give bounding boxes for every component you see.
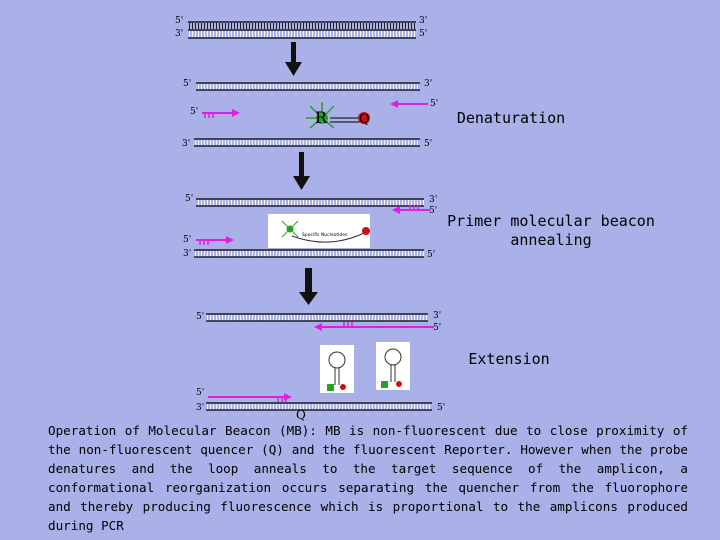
step-extension: Extension — [468, 350, 550, 368]
reporter-label: R — [315, 108, 328, 127]
forward-primer — [196, 236, 234, 245]
process-arrow — [293, 152, 310, 190]
step-denaturation: Denaturation — [456, 109, 566, 127]
strand-label: 5' — [419, 29, 428, 39]
double-strand-dna — [188, 21, 416, 39]
strand-label: 5' — [175, 16, 184, 26]
reverse-primer — [390, 100, 428, 108]
extended-primer — [314, 322, 434, 331]
strand-label: 3' — [429, 195, 438, 205]
strand-label: 5' — [424, 139, 433, 149]
strand-label: 3' — [183, 249, 192, 259]
strand-label: 3' — [175, 29, 184, 39]
strand-label: 3' — [182, 139, 191, 149]
hairpin-beacon — [376, 342, 410, 390]
quencher-label: Q — [359, 112, 370, 127]
strand-label: 5' — [185, 194, 194, 204]
reverse-primer — [392, 205, 430, 214]
single-strand-upper — [196, 82, 420, 91]
process-arrow — [285, 42, 302, 76]
single-strand-lower — [206, 402, 432, 411]
strand-label: 5' — [196, 312, 205, 322]
strand-label: 5' — [183, 235, 192, 245]
strand-label: 5' — [196, 388, 205, 398]
quencher — [358, 112, 370, 124]
strand-label: 3' — [196, 403, 205, 413]
strand-label: 5' — [183, 79, 192, 89]
hairpin-beacon — [320, 345, 354, 393]
reporter-fluorophore — [306, 102, 335, 129]
strand-label: 5' — [429, 206, 438, 216]
beacon-inset-text: Specific Nucleotides — [302, 233, 348, 238]
strand-label: 3' — [424, 79, 433, 89]
strand-label: 3' — [433, 311, 442, 321]
single-strand-lower — [194, 138, 420, 147]
forward-primer — [202, 109, 240, 118]
figure-caption: Operation of Molecular Beacon (MB): MB i… — [48, 423, 688, 533]
strand-label: 5' — [190, 107, 199, 117]
strand-label: 5' — [437, 403, 446, 413]
single-strand-upper — [196, 198, 424, 207]
quencher-label: Q — [296, 408, 306, 422]
step-annealing: Primer molecular beacon annealing — [447, 212, 655, 249]
single-strand-upper — [206, 313, 428, 322]
beacon-hybrid-inset — [268, 214, 370, 248]
strand-label: 5' — [427, 250, 436, 260]
strand-label: 3' — [419, 16, 428, 26]
single-strand-lower — [194, 249, 424, 258]
strand-label: 5' — [433, 323, 442, 333]
beacon-stem — [330, 117, 362, 123]
process-arrow — [299, 268, 318, 305]
extended-primer — [208, 393, 292, 402]
strand-label: 5' — [430, 99, 439, 109]
